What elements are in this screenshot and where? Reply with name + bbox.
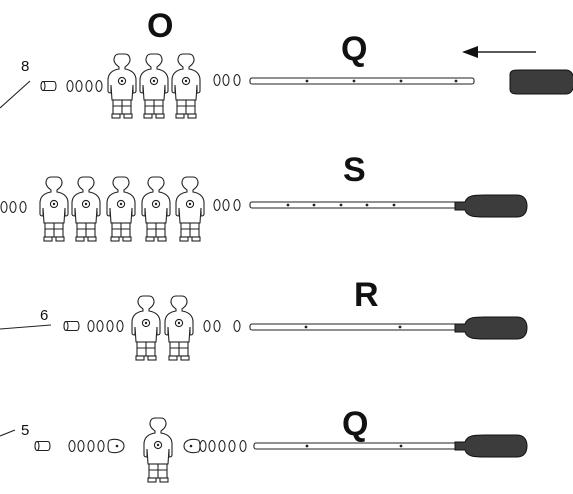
ring-part [87,319,95,333]
callout-leader [0,429,16,437]
callout-leader [0,324,52,330]
ring-part [85,79,93,93]
ring-part [228,439,236,453]
part-label: Q [342,405,368,443]
rod-label: O [147,7,173,45]
knob-part [107,438,125,454]
rod-assembly-3: R 6 [0,276,528,361]
callout-leader [0,80,31,109]
callout-number: 5 [21,422,29,439]
ring-part [208,439,216,453]
ring-part [68,439,76,453]
ring-part [203,319,211,333]
ring-part [218,439,226,453]
rod [253,442,463,450]
player-figure [143,417,173,483]
handle [509,69,573,95]
player-figure [164,295,194,361]
part-label: R [354,276,379,314]
ring-part [97,439,105,453]
rod [249,77,475,85]
handle [454,194,528,218]
bumper-part [34,440,51,452]
ring-part [199,439,207,453]
handle [454,316,528,340]
ring-part [233,198,241,212]
rod-assembly-4: Q 5 [0,405,528,483]
knob-part [183,438,201,454]
arrow-left-icon [462,46,536,58]
player-figure [175,176,205,242]
bumper-part [40,80,57,92]
player-figure [107,53,137,119]
ring-part [213,319,221,333]
ring-part [222,73,230,87]
ring-part [9,200,17,214]
ring-part [222,198,230,212]
ring-part [233,319,241,333]
ring-part [96,319,104,333]
ring-part [233,73,241,87]
ring-part [106,319,114,333]
ring-part [213,73,221,87]
ring-part [239,439,247,453]
part-label: Q [341,30,367,68]
rod-assembly-2: S [0,151,528,242]
bumper-part [63,320,80,332]
player-figure [106,176,136,242]
player-figure [171,53,201,119]
player-figure [131,295,161,361]
player-figure [141,176,171,242]
callout-number: 6 [40,307,48,324]
player-figure [39,176,69,242]
ring-part [75,79,83,93]
ring-part [19,200,27,214]
ring-part [95,79,103,93]
player-figure [139,53,169,119]
rod [249,201,463,209]
part-label: S [343,151,366,189]
ring-part [87,439,95,453]
ring-part [0,200,8,214]
rod [249,323,463,331]
rod-assembly-1: O Q 8 [0,7,573,119]
ring-part [77,439,85,453]
ring-part [66,79,74,93]
handle [454,434,528,458]
player-figure [71,176,101,242]
callout-number: 8 [21,58,29,75]
ring-part [116,319,124,333]
ring-part [213,198,221,212]
